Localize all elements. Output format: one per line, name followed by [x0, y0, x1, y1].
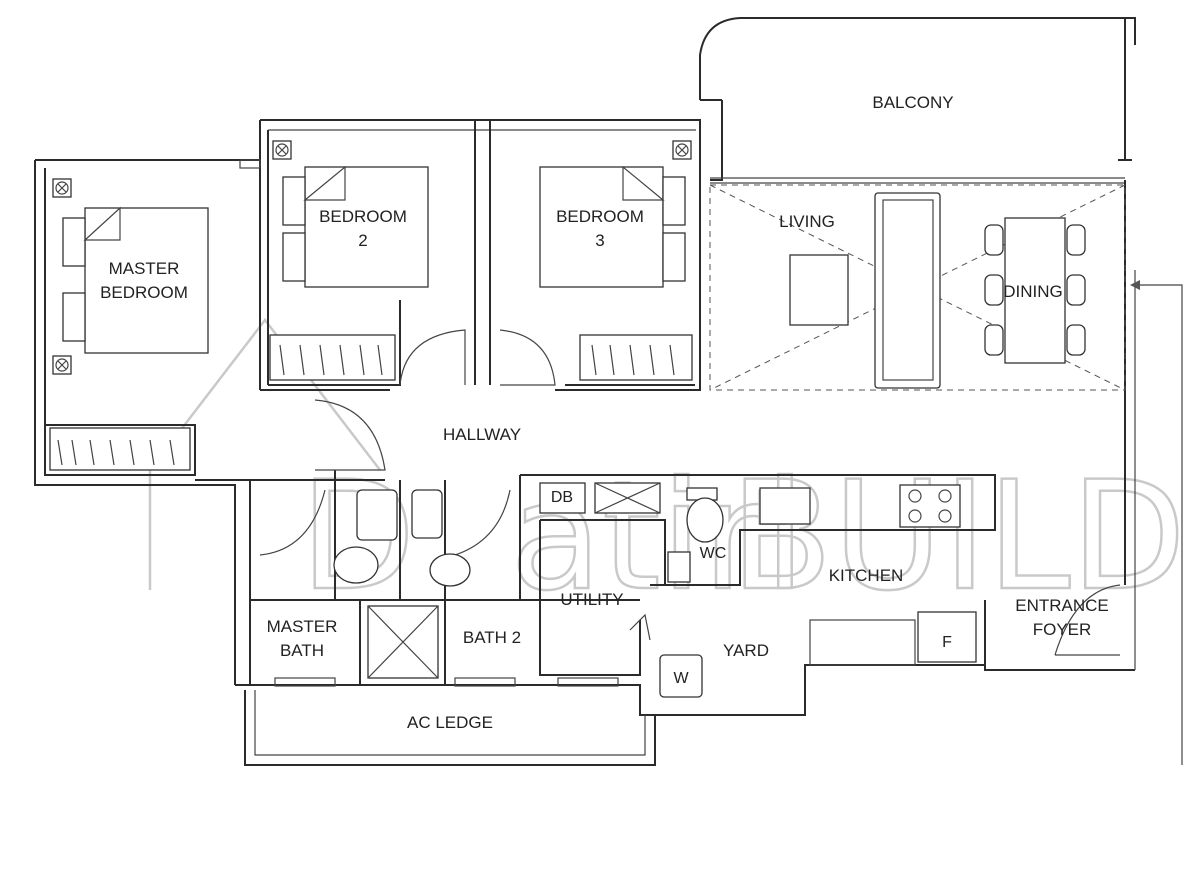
label-wc: WC	[700, 545, 727, 562]
master-left-wall	[34, 160, 236, 685]
label-bedroom2-2: 2	[358, 231, 367, 250]
label-bedroom2-1: BEDROOM	[319, 207, 407, 226]
hob-icon	[899, 484, 961, 528]
bedroom2-bed	[282, 165, 429, 288]
washer	[659, 654, 703, 698]
wc-basin	[667, 551, 691, 583]
label-db: DB	[551, 489, 573, 506]
dining-chairs	[984, 224, 1086, 356]
label-bath2: BATH 2	[463, 628, 521, 647]
label-master-bedroom-1: MASTER	[109, 259, 180, 278]
bath-fixtures	[333, 487, 724, 679]
label-master-bath-2: BATH	[280, 641, 324, 660]
balcony-right-wall	[1118, 18, 1132, 161]
coffee-table	[789, 254, 849, 326]
label-utility: UTILITY	[560, 590, 623, 609]
label-hallway: HALLWAY	[443, 425, 521, 444]
watermark-build: BUILD	[730, 450, 1186, 624]
bedroom3-bed	[539, 165, 686, 288]
master-toilet	[333, 546, 379, 584]
label-master-bedroom-2: BEDROOM	[100, 283, 188, 302]
label-entrance-foyer-2: FOYER	[1033, 620, 1092, 639]
label-washer: W	[673, 670, 689, 687]
label-bedroom3-2: 3	[595, 231, 604, 250]
wc-toilet	[686, 497, 724, 543]
label-balcony: BALCONY	[872, 93, 953, 112]
balcony-curved-wall	[699, 17, 1136, 100]
master-basin	[356, 489, 398, 541]
grid-line	[1135, 284, 1183, 765]
living-dining-area	[709, 184, 1126, 391]
fridge	[917, 611, 977, 663]
bath2-toilet	[429, 553, 471, 587]
yard-counter	[809, 619, 916, 666]
wardrobes	[49, 334, 693, 471]
outer-walls	[34, 17, 1183, 766]
interior-walls	[195, 120, 1121, 685]
bedrooms-top-wall	[260, 119, 701, 360]
watermark: D atiri BUILD	[148, 317, 1187, 625]
kitchen-fixtures	[539, 482, 977, 698]
watermark-house-icon	[148, 317, 381, 590]
kitchen-sink	[759, 487, 811, 525]
room-labels: BALCONY LIVING DINING MASTER BEDROOM BED…	[100, 93, 1109, 732]
master-top-wall	[35, 120, 261, 161]
label-dining: DINING	[1003, 282, 1063, 301]
db-box	[539, 482, 586, 514]
sofa	[874, 192, 941, 389]
balcony-left-wall	[700, 99, 723, 181]
watermark-atiri: atiri	[510, 450, 806, 624]
windows	[239, 159, 619, 687]
label-kitchen: KITCHEN	[829, 566, 904, 585]
ac-ledge-wall	[244, 690, 656, 766]
label-ac-ledge: AC LEDGE	[407, 713, 493, 732]
dining-table	[1004, 217, 1066, 364]
master-bed	[62, 206, 209, 354]
label-master-bath-1: MASTER	[267, 617, 338, 636]
label-bedroom3-1: BEDROOM	[556, 207, 644, 226]
ac-marker-icons	[52, 140, 692, 375]
doors	[259, 329, 651, 641]
label-entrance-foyer-1: ENTRANCE	[1015, 596, 1109, 615]
label-yard: YARD	[723, 641, 769, 660]
bath2-basin	[411, 489, 443, 539]
label-fridge: F	[942, 634, 952, 651]
beds	[62, 165, 686, 354]
label-living: LIVING	[779, 212, 835, 231]
